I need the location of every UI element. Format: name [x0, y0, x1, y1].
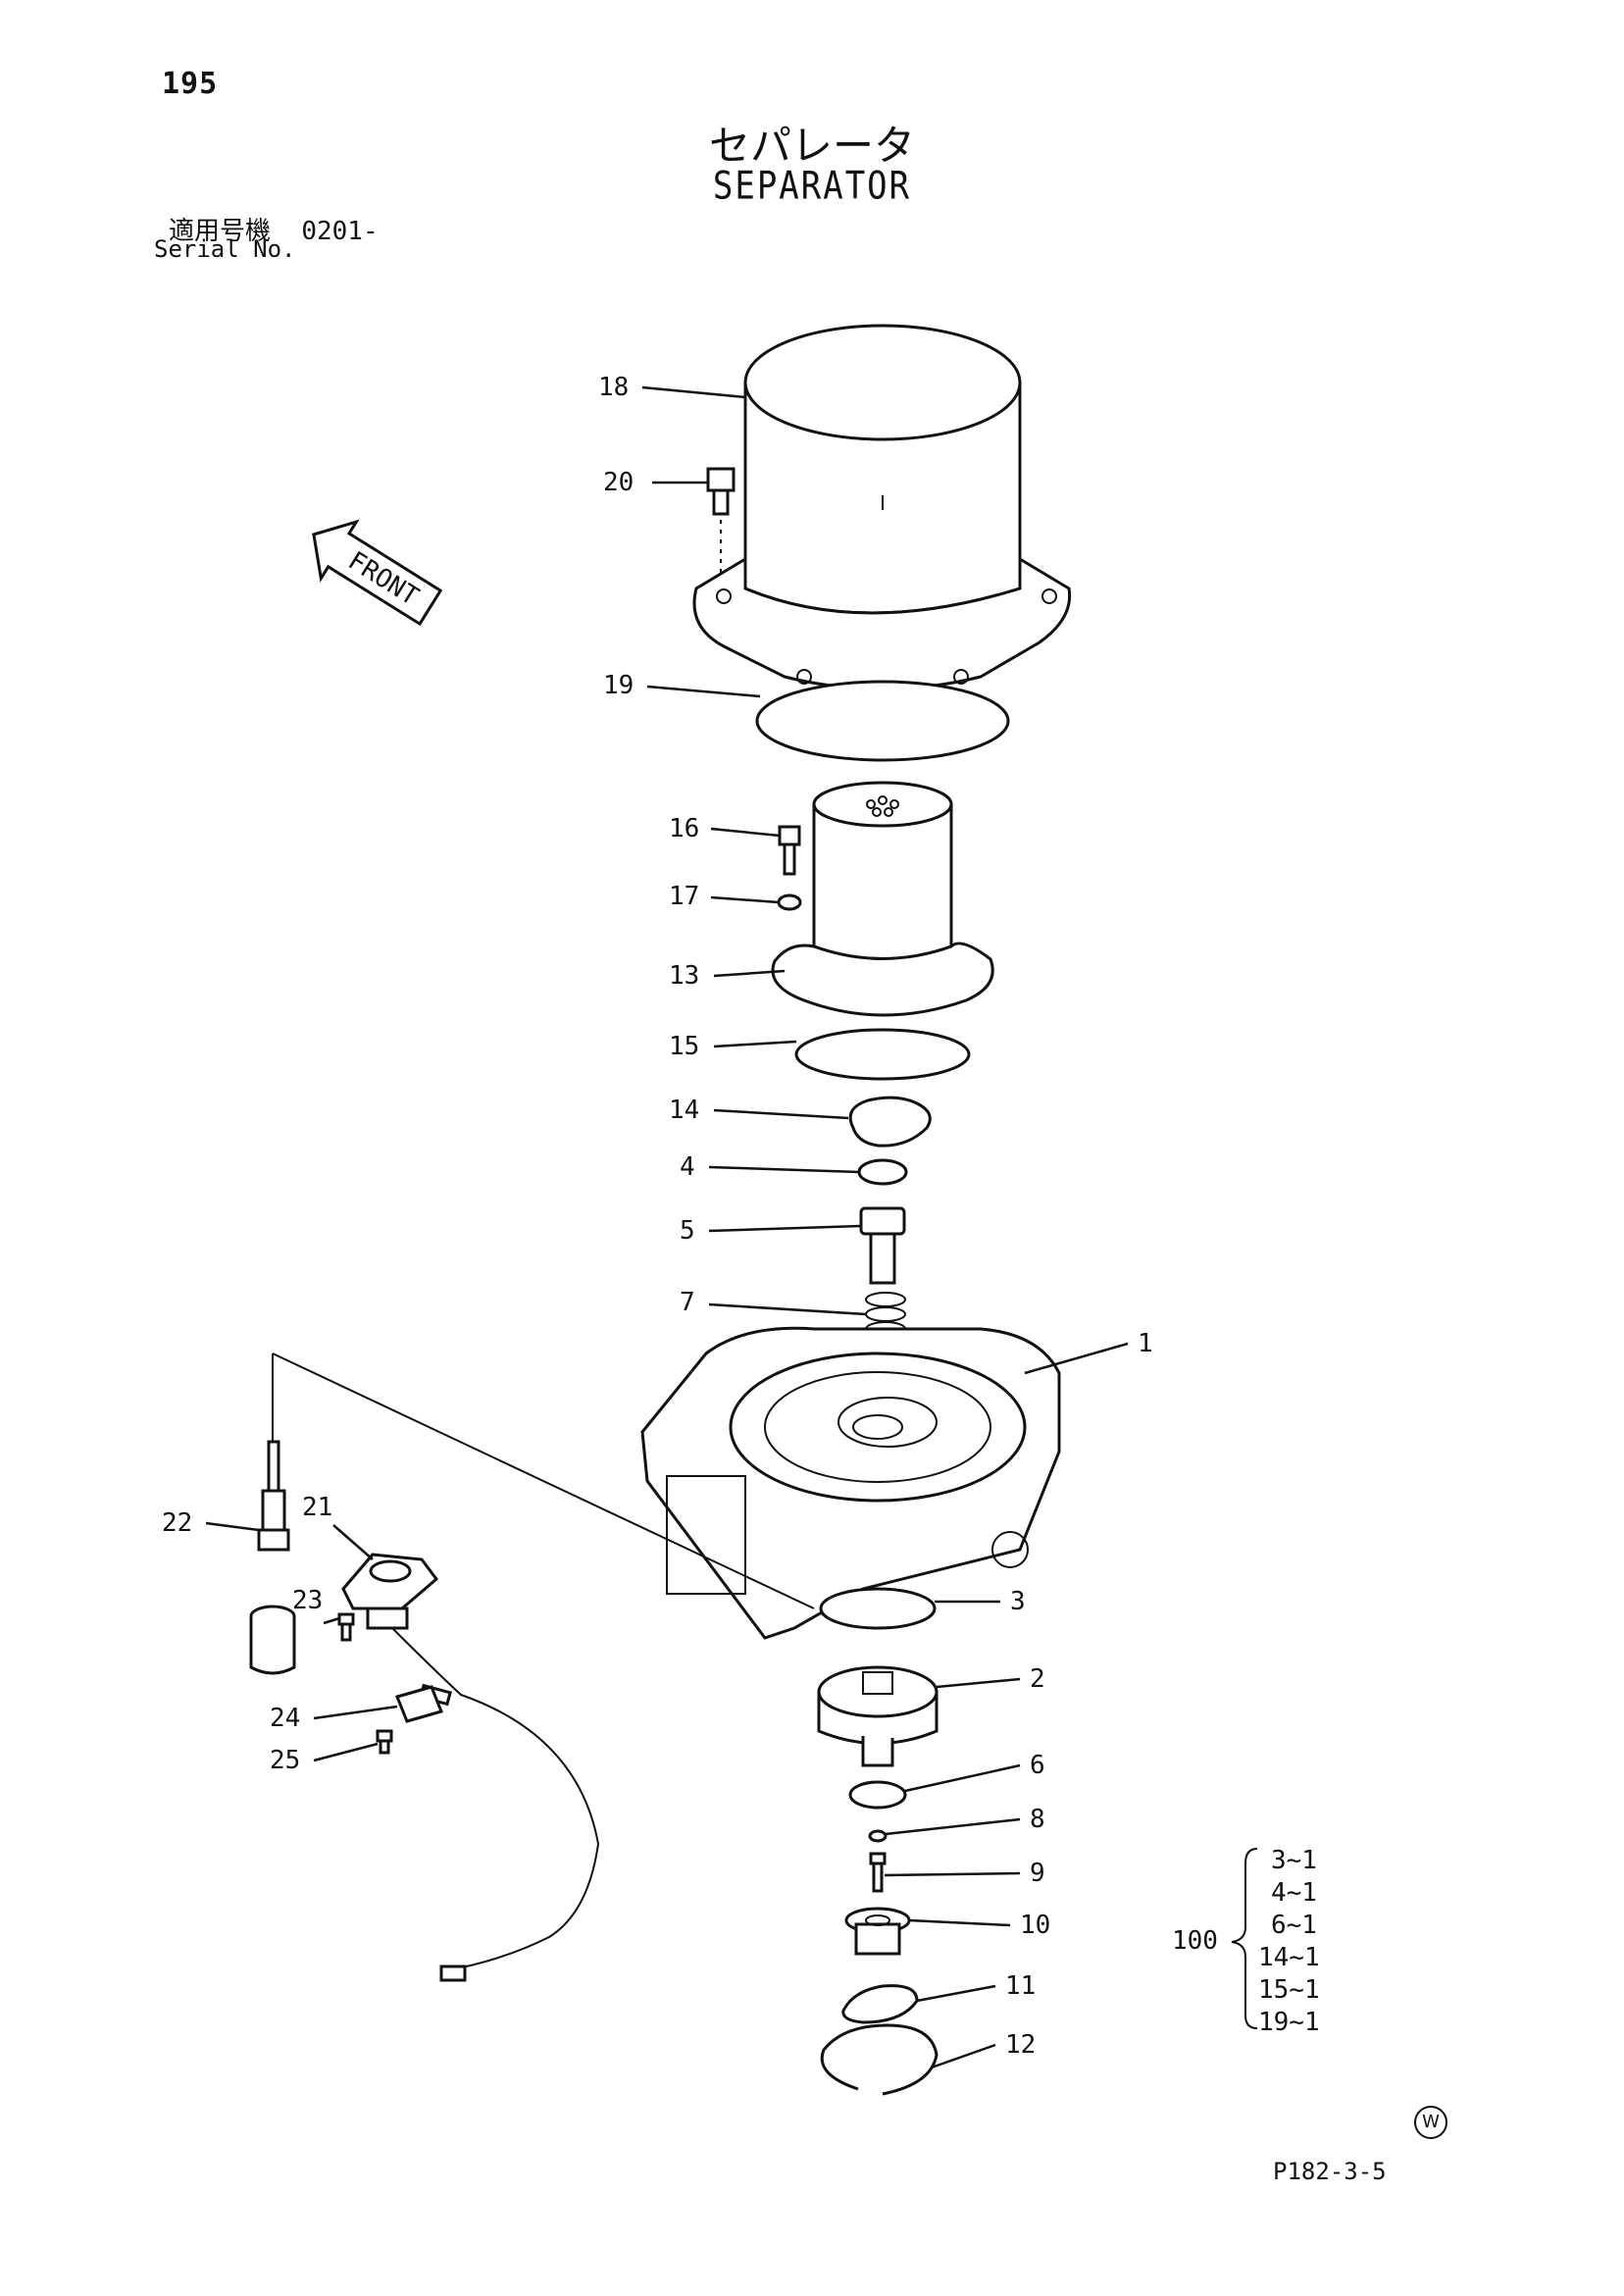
- callout-22: 22: [162, 1508, 192, 1538]
- callout-21: 21: [302, 1493, 332, 1522]
- part-1-body: [640, 1326, 1061, 1640]
- callout-11: 11: [1005, 1971, 1036, 2001]
- part-24-bracket: [394, 1685, 444, 1723]
- callout-1: 1: [1138, 1329, 1153, 1358]
- callout-19: 19: [603, 671, 634, 700]
- serial-label-jp-text: 適用号機: [169, 217, 272, 246]
- callout-6: 6: [1030, 1751, 1045, 1780]
- callout-16: 16: [669, 814, 699, 843]
- part-10-seat: [844, 1907, 911, 1956]
- kit-item-2: 4~1: [1271, 1878, 1317, 1908]
- kit-item-4: 14~1: [1258, 1943, 1320, 1972]
- callout-12: 12: [1005, 2030, 1036, 2060]
- callout-7: 7: [680, 1288, 695, 1317]
- part-3-o-ring: [819, 1587, 937, 1630]
- part-2-cap: [817, 1665, 939, 1767]
- part-13-filter-assembly: [771, 781, 994, 1017]
- kit-item-5: 15~1: [1258, 1975, 1320, 2005]
- part-8-washer: [868, 1829, 888, 1843]
- callout-14: 14: [669, 1096, 699, 1125]
- serial-value: 0201-: [301, 217, 379, 246]
- part-11-clip: [841, 1984, 919, 2024]
- part-6-disc: [848, 1780, 907, 1810]
- part-25-screw: [376, 1729, 393, 1755]
- part-15-o-ring: [794, 1028, 971, 1081]
- part-boot: [249, 1605, 296, 1675]
- part-9-screw: [869, 1852, 887, 1893]
- page-title: SEPARATOR: [712, 164, 912, 209]
- part-5-valve: [859, 1206, 906, 1285]
- callout-9: 9: [1030, 1859, 1045, 1888]
- part-14-gasket: [848, 1096, 932, 1148]
- cable-assembly: [391, 1627, 600, 1982]
- part-21-switch: [341, 1553, 439, 1630]
- page-title-japanese: セパレータ: [708, 122, 915, 170]
- part-12-snap-ring: [820, 2023, 939, 2096]
- callout-25: 25: [270, 1746, 300, 1775]
- callout-23: 23: [292, 1586, 323, 1615]
- callout-24: 24: [270, 1704, 300, 1733]
- callout-10: 10: [1020, 1911, 1050, 1940]
- serial-label-english: Serial No.: [154, 235, 296, 263]
- document-code: P182-3-5: [1273, 2158, 1387, 2185]
- callout-8: 8: [1030, 1805, 1045, 1834]
- leader-lines: [205, 385, 1129, 2069]
- callout-4: 4: [680, 1152, 695, 1182]
- front-arrow-icon: FRONT: [312, 519, 443, 627]
- kit-item-1: 3~1: [1271, 1846, 1317, 1875]
- page-number: 195: [162, 67, 219, 101]
- callout-13: 13: [669, 961, 699, 991]
- part-19-o-ring: [755, 680, 1010, 762]
- callout-2: 2: [1030, 1664, 1045, 1694]
- part-20-bolt: [706, 467, 736, 579]
- callout-18: 18: [598, 373, 629, 402]
- watermark-icon: W: [1414, 2106, 1447, 2139]
- callout-20: 20: [603, 468, 634, 497]
- part-17-washer: [777, 893, 802, 911]
- callout-15: 15: [669, 1032, 699, 1061]
- kit-item-6: 19~1: [1258, 2008, 1320, 2037]
- callout-5: 5: [680, 1216, 695, 1246]
- kit-label: 100: [1172, 1926, 1218, 1956]
- part-23-screw: [337, 1612, 355, 1642]
- part-16-screw: [778, 825, 801, 876]
- part-4-o-ring: [857, 1158, 908, 1186]
- callout-3: 3: [1010, 1587, 1026, 1616]
- part-22-sensor-probe: [257, 1440, 290, 1552]
- assembly-line-diagonal: [272, 1352, 815, 1609]
- kit-100-group: 100 3~1 4~1 6~1 14~1 15~1 19~1: [1172, 1846, 1320, 2037]
- kit-item-3: 6~1: [1271, 1911, 1317, 1940]
- part-18-cover: [692, 324, 1072, 690]
- serial-label-japanese: 適用号機 0201-: [169, 211, 379, 247]
- callout-17: 17: [669, 882, 699, 911]
